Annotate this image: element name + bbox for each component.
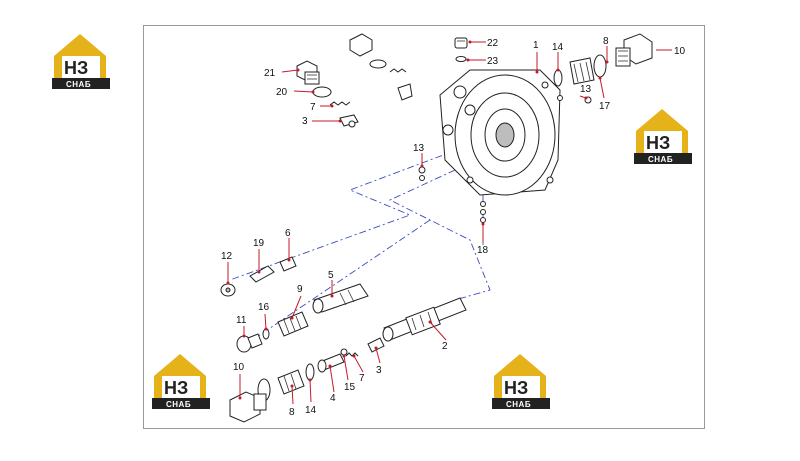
seat-4 <box>317 353 345 373</box>
callout-10: 10 <box>233 362 245 373</box>
washer-14-lower <box>305 363 315 381</box>
logo-tagline: СНАБ <box>506 400 531 409</box>
callout-17: 17 <box>599 101 611 112</box>
callout-20: 20 <box>276 87 288 98</box>
callout-14: 14 <box>305 405 317 416</box>
spring-7-lower <box>345 352 359 357</box>
callout-18: 18 <box>477 245 489 256</box>
spring-7-top <box>329 101 351 106</box>
spring-9 <box>277 311 309 337</box>
logo-tagline: СНАБ <box>166 400 191 409</box>
callout-1: 1 <box>533 40 539 51</box>
spring-8-top <box>569 57 595 85</box>
logo-letters: НЗ <box>164 378 188 398</box>
callout-6: 6 <box>285 228 291 239</box>
callout-7: 7 <box>359 373 365 384</box>
balls-18 <box>480 201 486 223</box>
ball-13-mid <box>418 166 426 181</box>
callout-2: 2 <box>442 341 448 352</box>
logo-bottom-right: НЗ СНАБ <box>492 354 550 409</box>
callout-16: 16 <box>258 302 270 313</box>
callout-10: 10 <box>674 46 686 57</box>
callout-12: 12 <box>221 251 233 262</box>
pin-19 <box>249 265 275 283</box>
valve-housing <box>439 69 561 196</box>
callout-4: 4 <box>330 393 336 404</box>
o-ring-20 <box>312 86 332 98</box>
callout-9: 9 <box>297 284 303 295</box>
callout-21: 21 <box>264 68 276 79</box>
callout-13: 13 <box>413 143 425 154</box>
logo-letters: НЗ <box>64 58 88 78</box>
callout-3: 3 <box>376 365 382 376</box>
plug-21 <box>296 60 320 85</box>
callout-14: 14 <box>552 42 564 53</box>
plug-10-lower <box>229 391 267 423</box>
poppet-3-lower <box>367 337 385 353</box>
spool-5 <box>312 283 369 314</box>
callout-19: 19 <box>253 238 265 249</box>
o-ring-23 <box>455 56 467 62</box>
cap-12 <box>220 283 236 297</box>
callout-13: 13 <box>580 84 592 95</box>
callout-labels: 1 2 3 3 4 5 6 7 7 8 8 9 10 10 11 12 13 1… <box>221 36 686 418</box>
logo-tagline: СНАБ <box>648 155 673 164</box>
plug-10-top <box>615 33 653 67</box>
logo-bottom-left: НЗ СНАБ <box>152 354 210 409</box>
callout-7: 7 <box>310 102 316 113</box>
leader-lines <box>226 40 672 405</box>
plug-upper-center <box>349 33 413 101</box>
callout-15: 15 <box>344 382 356 393</box>
logo-letters: НЗ <box>504 378 528 398</box>
callout-3: 3 <box>302 116 308 127</box>
poppet-3-top <box>339 114 359 128</box>
logo-top-left: НЗ СНАБ <box>52 34 110 89</box>
callout-23: 23 <box>487 56 499 67</box>
callout-11: 11 <box>236 315 247 326</box>
plug-22 <box>454 37 468 49</box>
o-ring-17 <box>593 54 607 78</box>
washer-14-top <box>553 69 563 87</box>
callout-22: 22 <box>487 38 499 49</box>
logo-tagline: СНАБ <box>66 80 91 89</box>
plug-11 <box>236 333 263 353</box>
callout-8: 8 <box>289 407 295 418</box>
diagram-frame <box>143 25 705 429</box>
ball-15 <box>340 348 348 356</box>
callout-8: 8 <box>603 36 609 47</box>
logo-letters: НЗ <box>646 133 670 153</box>
sleeve-6 <box>279 256 297 272</box>
spring-8-lower <box>277 369 305 395</box>
spool-2 <box>382 297 467 342</box>
logo-top-right: НЗ СНАБ <box>634 109 692 164</box>
callout-5: 5 <box>328 270 334 281</box>
